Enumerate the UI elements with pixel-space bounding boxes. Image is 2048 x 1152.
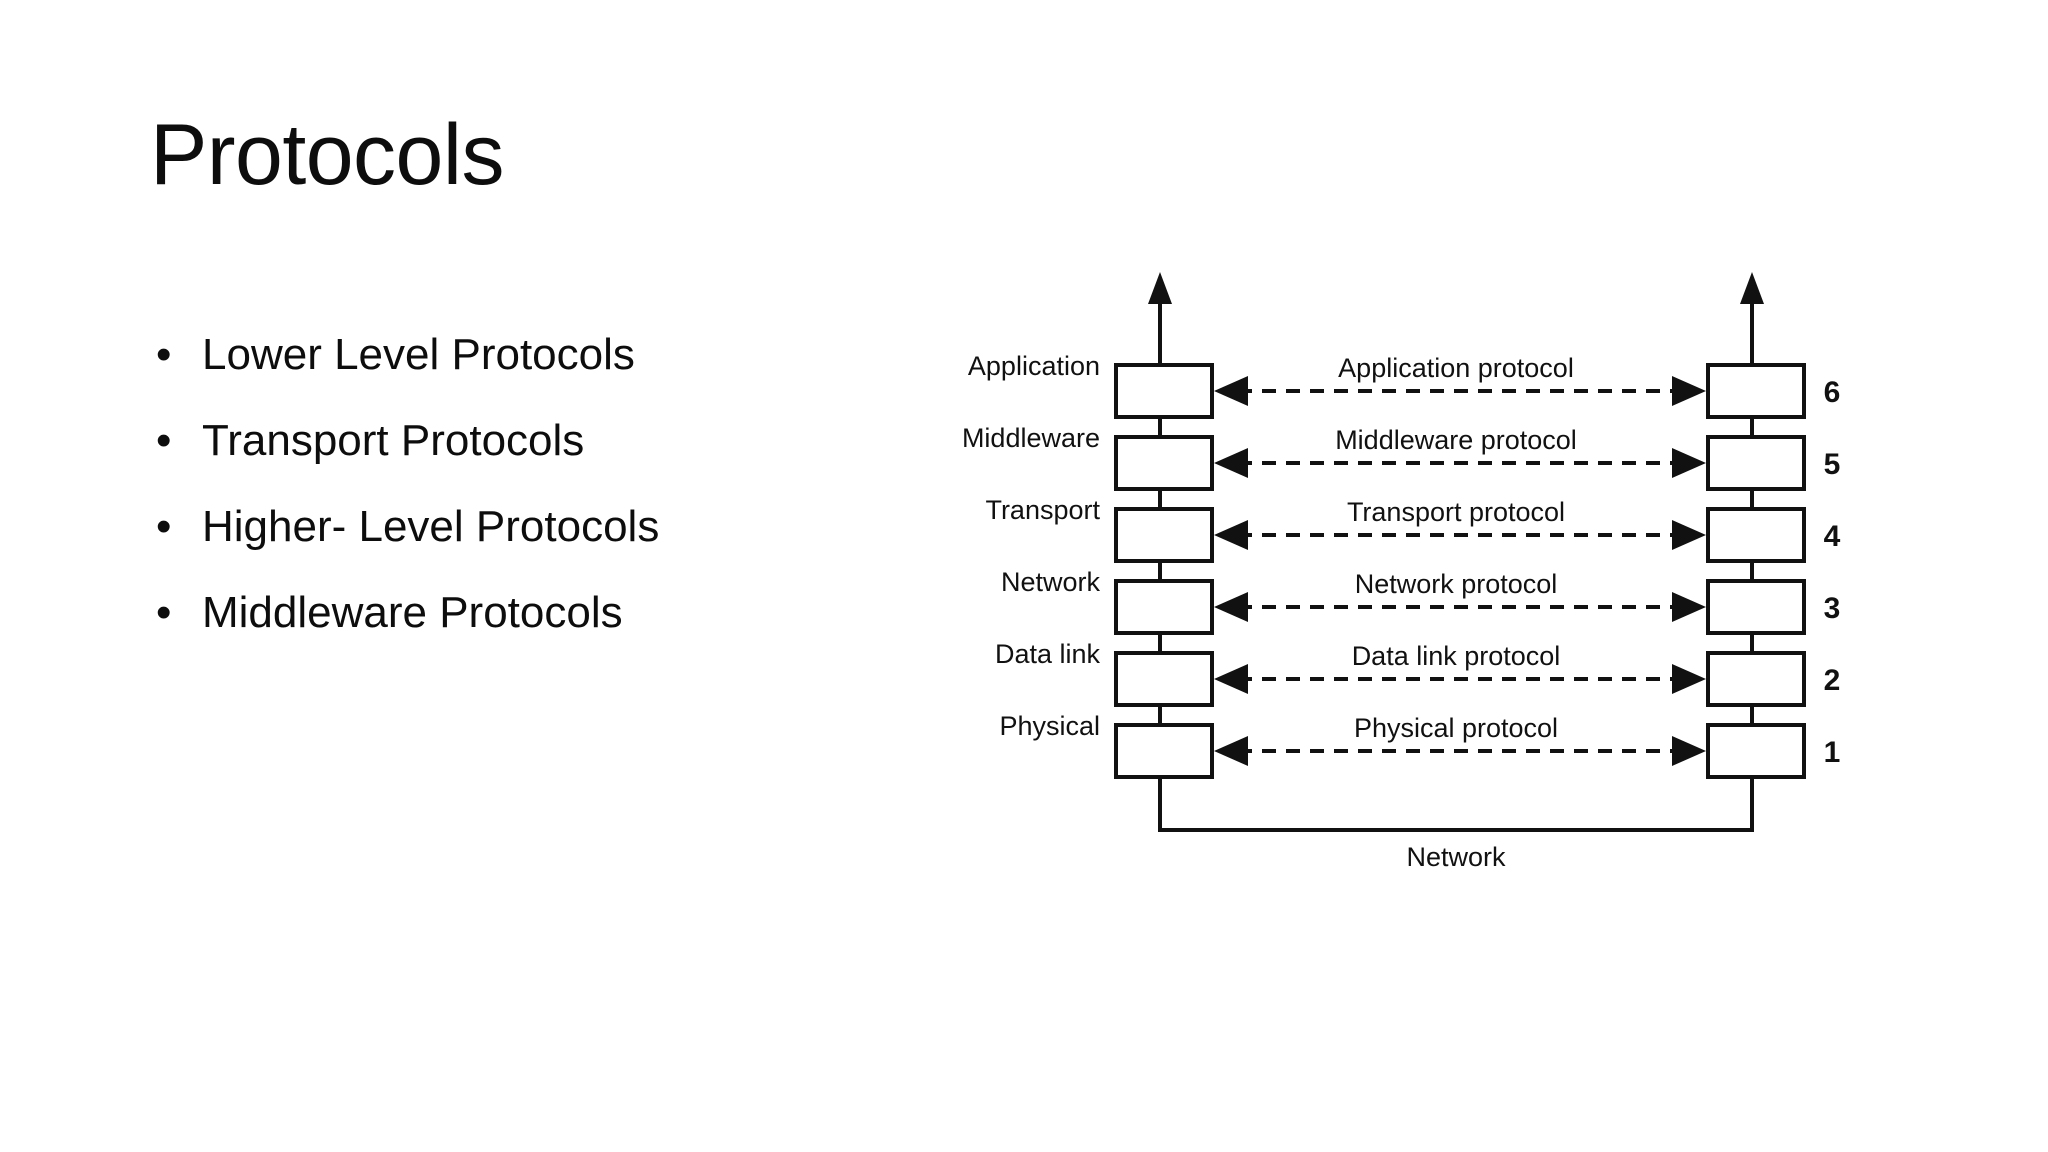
network-bus-label: Network — [1406, 842, 1506, 872]
protocol-label-network: Network protocol — [1355, 569, 1558, 599]
right-box-data-link — [1706, 651, 1806, 707]
layer-label-middleware: Middleware — [962, 423, 1100, 453]
list-item: • Transport Protocols — [150, 398, 890, 484]
left-top-arrowhead-icon — [1148, 272, 1172, 304]
layered-protocol-stack-diagram: Application Application protocol 6 Middl… — [900, 250, 1960, 930]
stack-row-network: Network Network protocol 3 — [1001, 567, 1841, 635]
page-title: Protocols — [150, 107, 505, 203]
protocol-label-transport: Transport protocol — [1347, 497, 1565, 527]
protocol-arrowhead-left-network — [1214, 592, 1248, 622]
layer-label-physical: Physical — [999, 711, 1100, 741]
right-box-application — [1706, 363, 1806, 419]
list-item-label: Middleware Protocols — [202, 588, 623, 637]
list-item-label: Transport Protocols — [202, 416, 585, 465]
right-box-physical — [1706, 723, 1806, 779]
network-bus-connector — [1158, 777, 1754, 832]
left-box-physical — [1114, 723, 1214, 779]
right-box-network — [1706, 579, 1806, 635]
bullet-icon: • — [156, 588, 172, 637]
left-box-network — [1114, 579, 1214, 635]
stack-row-transport: Transport Transport protocol 4 — [985, 495, 1841, 563]
stack-row-data-link: Data link Data link protocol 2 — [995, 639, 1841, 707]
protocol-arrowhead-left-physical — [1214, 736, 1248, 766]
right-top-arrowhead-icon — [1740, 272, 1764, 304]
layer-number-data-link: 2 — [1824, 664, 1841, 697]
protocol-arrowhead-right-transport — [1672, 520, 1706, 550]
protocol-arrowhead-right-application — [1672, 376, 1706, 406]
stack-row-application: Application Application protocol 6 — [968, 351, 1841, 419]
protocol-arrowhead-left-application — [1214, 376, 1248, 406]
protocol-label-data-link: Data link protocol — [1352, 641, 1561, 671]
layer-number-transport: 4 — [1824, 520, 1841, 553]
protocol-arrowhead-left-data-link — [1214, 664, 1248, 694]
protocol-label-middleware: Middleware protocol — [1335, 425, 1577, 455]
protocol-arrowhead-right-data-link — [1672, 664, 1706, 694]
bullet-icon: • — [156, 502, 172, 551]
layer-number-middleware: 5 — [1824, 448, 1841, 481]
protocol-arrowhead-left-transport — [1214, 520, 1248, 550]
list-item: • Middleware Protocols — [150, 570, 890, 656]
layer-label-network: Network — [1001, 567, 1101, 597]
layer-label-data-link: Data link — [995, 639, 1101, 669]
protocol-arrowhead-right-network — [1672, 592, 1706, 622]
list-item: • Lower Level Protocols — [150, 312, 890, 398]
stack-row-middleware: Middleware Middleware protocol 5 — [962, 423, 1841, 491]
protocol-arrowhead-right-middleware — [1672, 448, 1706, 478]
layer-label-transport: Transport — [985, 495, 1100, 525]
left-box-transport — [1114, 507, 1214, 563]
left-box-application — [1114, 363, 1214, 419]
bullet-icon: • — [156, 416, 172, 465]
right-box-middleware — [1706, 435, 1806, 491]
protocol-label-physical: Physical protocol — [1354, 713, 1558, 743]
bullet-list: • Lower Level Protocols • Transport Prot… — [150, 312, 890, 656]
layer-label-application: Application — [968, 351, 1100, 381]
layer-number-network: 3 — [1824, 592, 1841, 625]
left-box-data-link — [1114, 651, 1214, 707]
protocol-arrowhead-right-physical — [1672, 736, 1706, 766]
list-item-label: Lower Level Protocols — [202, 330, 635, 379]
bullet-icon: • — [156, 330, 172, 379]
protocol-arrowhead-left-middleware — [1214, 448, 1248, 478]
list-item-label: Higher- Level Protocols — [202, 502, 660, 551]
layer-number-application: 6 — [1824, 376, 1841, 409]
stack-row-physical: Physical Physical protocol 1 — [999, 711, 1841, 779]
list-item: • Higher- Level Protocols — [150, 484, 890, 570]
layer-number-physical: 1 — [1824, 736, 1841, 769]
right-box-transport — [1706, 507, 1806, 563]
protocol-label-application: Application protocol — [1338, 353, 1574, 383]
left-box-middleware — [1114, 435, 1214, 491]
